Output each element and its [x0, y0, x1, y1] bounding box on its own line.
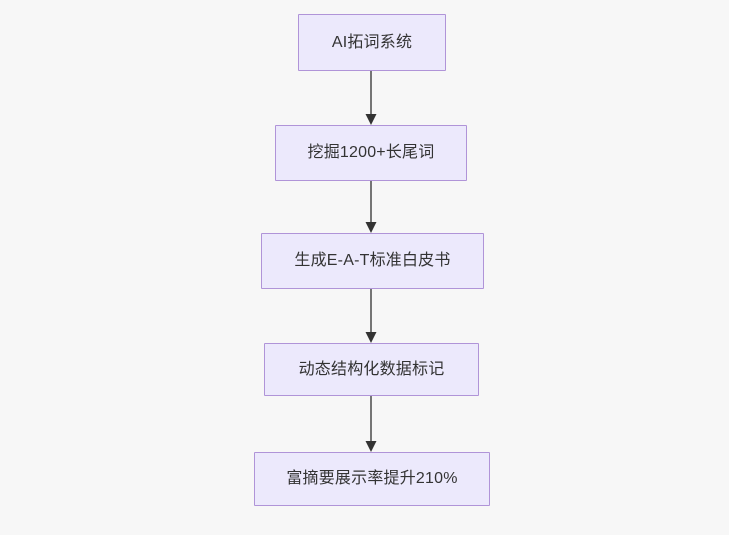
flowchart-node-generate-eat-whitepaper[interactable]: 生成E-A-T标准白皮书	[261, 233, 484, 289]
node-label: 挖掘1200+长尾词	[307, 144, 435, 162]
edge-n4-n5	[361, 396, 381, 452]
node-label: 富摘要展示率提升210%	[286, 470, 458, 488]
node-label: 动态结构化数据标记	[298, 360, 445, 378]
edge-n3-n4	[361, 289, 381, 343]
flowchart-node-ai-keyword-system[interactable]: AI拓词系统	[298, 14, 446, 71]
flowchart-node-rich-snippet-rate-increase[interactable]: 富摘要展示率提升210%	[254, 452, 490, 506]
edge-n2-n3	[361, 181, 381, 233]
flowchart-node-mine-longtail-keywords[interactable]: 挖掘1200+长尾词	[275, 125, 467, 181]
edge-n1-n2	[361, 71, 381, 125]
flowchart-node-dynamic-structured-data-markup[interactable]: 动态结构化数据标记	[264, 343, 479, 396]
node-label: AI拓词系统	[331, 33, 413, 51]
node-label: 生成E-A-T标准白皮书	[294, 252, 451, 270]
